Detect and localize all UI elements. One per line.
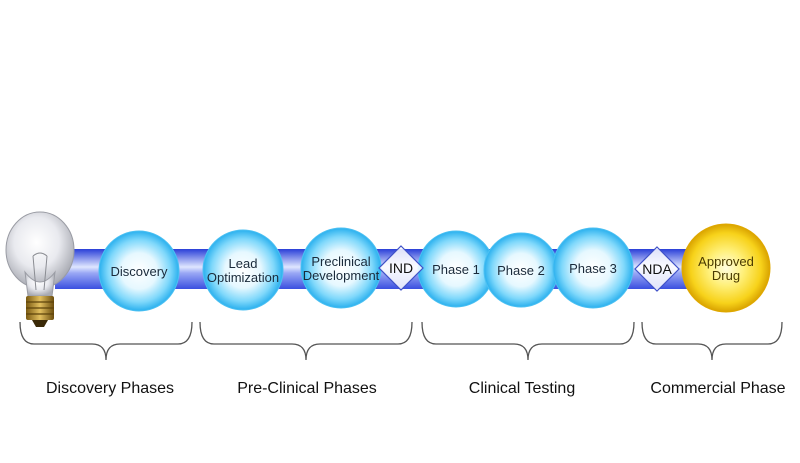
- milestone-diamond-0: [378, 245, 424, 291]
- stage-label-2-0: Preclinical: [311, 254, 370, 269]
- stage-label-3-0: Phase 1: [432, 262, 480, 277]
- phase-brace-3: [641, 321, 783, 361]
- stage-5: Phase 3: [552, 227, 634, 309]
- phase-label-clinical: Clinical Testing: [468, 380, 576, 397]
- stage-label-5-0: Phase 3: [569, 261, 617, 276]
- stage-label-0-0: Discovery: [110, 264, 168, 279]
- milestone-diamond-1: [634, 246, 680, 292]
- phase-brace-2: [421, 321, 635, 361]
- phase-label-preclinical: Pre-Clinical Phases: [237, 380, 377, 397]
- milestone-0: IND: [378, 245, 424, 291]
- stage-label-6-0: Approved: [698, 254, 754, 269]
- phase-brace-0: [19, 321, 193, 361]
- light-bulb-icon: [5, 211, 75, 327]
- stage-sphere-5: [552, 227, 634, 309]
- stage-label-1-0: Lead: [229, 256, 258, 271]
- stage-0: Discovery: [98, 230, 180, 312]
- stage-sphere-6: [681, 223, 771, 313]
- stage-sphere-0: [98, 230, 180, 312]
- milestone-label-1: NDA: [642, 261, 672, 277]
- milestone-label-0: IND: [389, 260, 413, 276]
- stage-label-2-1: Development: [303, 268, 380, 283]
- milestone-1: NDA: [634, 246, 680, 292]
- stage-label-6-1: Drug: [712, 268, 740, 283]
- stage-label-4-0: Phase 2: [497, 263, 545, 278]
- stage-sphere-1: [202, 229, 284, 311]
- stage-3: Phase 1: [417, 230, 495, 308]
- stage-4: Phase 2: [483, 232, 559, 308]
- phase-brace-1: [199, 321, 413, 361]
- phase-label-discovery: Discovery Phases: [45, 380, 175, 397]
- phase-label-commercial: Commercial Phase: [650, 380, 786, 397]
- stage-label-1-1: Optimization: [207, 270, 279, 285]
